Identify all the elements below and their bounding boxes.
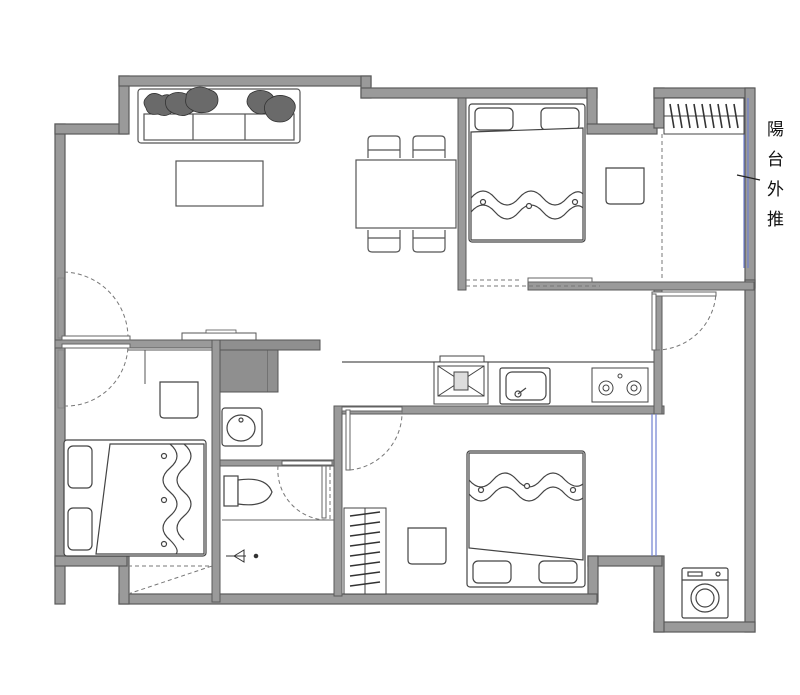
coffee-table	[175, 160, 264, 207]
balcony-label-char: 推	[767, 210, 784, 230]
wash-basin	[221, 407, 263, 447]
sink	[499, 367, 551, 405]
bottom-bed	[466, 450, 586, 588]
balcony-label-char: 台	[767, 150, 784, 170]
cooktop	[591, 367, 649, 403]
master-stool	[605, 167, 645, 205]
hangers-bottom	[349, 511, 381, 587]
door-panels	[61, 277, 717, 519]
balcony-pointer	[736, 174, 761, 181]
tv-screen	[205, 329, 237, 334]
balcony-label-char: 陽	[767, 120, 784, 140]
dining-set	[355, 135, 457, 253]
balcony-label-char: 外	[767, 180, 784, 200]
bottom-desk-chair	[407, 527, 447, 565]
tv-shelf	[181, 332, 257, 341]
hangers-top	[669, 103, 739, 129]
doors	[63, 134, 717, 595]
floor-drain-icon	[226, 549, 259, 563]
left-desk-chair	[159, 381, 199, 419]
counter-block	[219, 339, 321, 351]
fridge-block	[219, 349, 269, 393]
cushions	[143, 86, 296, 123]
window-frames	[57, 277, 65, 409]
outer-walls	[54, 75, 756, 633]
windows	[651, 98, 749, 556]
bottom-wardrobe	[343, 507, 387, 595]
toilet	[223, 475, 273, 507]
washing-machine-icon	[681, 567, 729, 619]
oven	[433, 355, 489, 405]
left-bed	[63, 439, 207, 557]
master-bed	[468, 103, 586, 243]
